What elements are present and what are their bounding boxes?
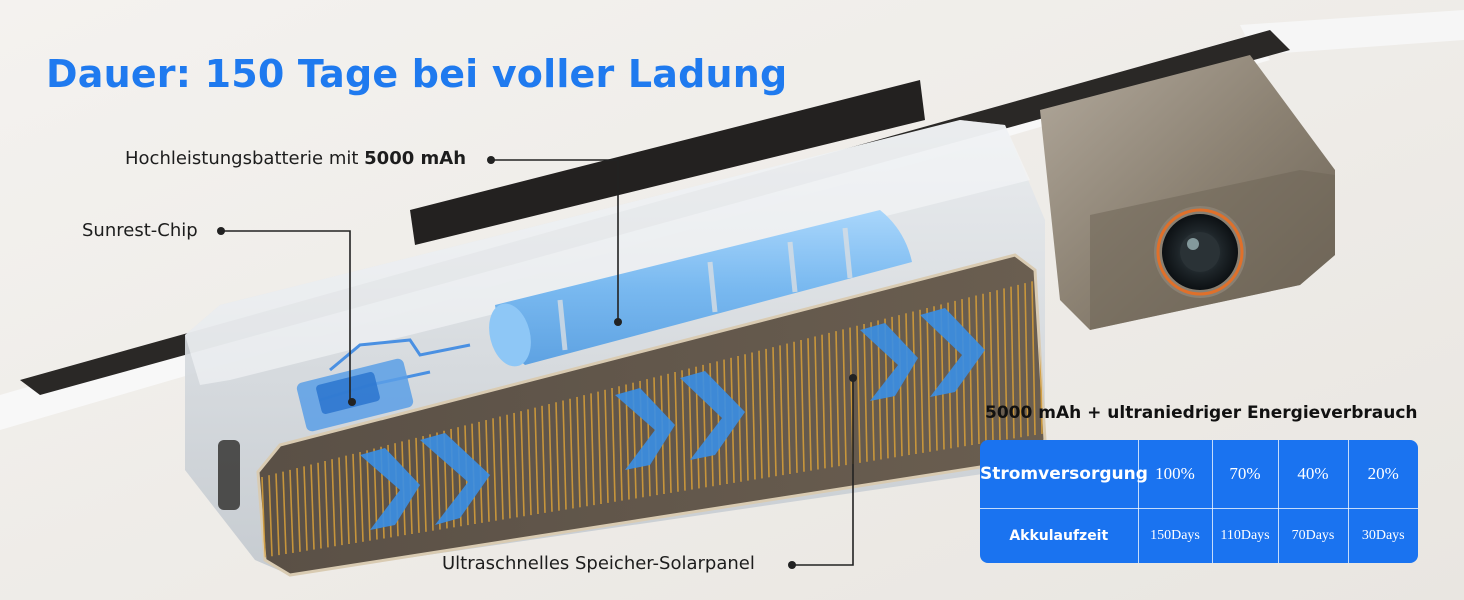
- page-title: Dauer: 150 Tage bei voller Ladung: [46, 52, 788, 96]
- energy-table: Stromversorgung 100% 70% 40% 20% Akkulau…: [980, 440, 1418, 563]
- table-row: Stromversorgung 100% 70% 40% 20%: [980, 440, 1418, 509]
- table-cell: 110Days: [1212, 508, 1279, 563]
- table-cell: 100%: [1138, 440, 1213, 509]
- table-cell: 40%: [1278, 440, 1349, 509]
- table-row-label: Stromversorgung: [980, 440, 1148, 509]
- battery-capacity-label: 5000 mAh: [364, 148, 467, 169]
- table-cell: 20%: [1348, 440, 1418, 509]
- energy-table-title: 5000 mAh + ultraniedriger Energieverbrau…: [985, 403, 1418, 423]
- table-cell: 70Days: [1278, 508, 1349, 563]
- solar-panel-callout: Ultraschnelles Speicher-Solarpanel: [442, 553, 755, 574]
- table-cell: 150Days: [1138, 508, 1213, 563]
- battery-callout: Hochleistungsbatterie mit 5000 mAh: [125, 148, 466, 169]
- table-cell: 70%: [1212, 440, 1279, 509]
- table-row: Akkulaufzeit 150Days 110Days 70Days 30Da…: [980, 508, 1418, 563]
- table-row-label: Akkulaufzeit: [980, 508, 1139, 563]
- table-cell: 30Days: [1361, 527, 1405, 543]
- chip-callout: Sunrest-Chip: [82, 220, 198, 241]
- battery-callout-prefix: Hochleistungsbatterie mit: [125, 148, 365, 169]
